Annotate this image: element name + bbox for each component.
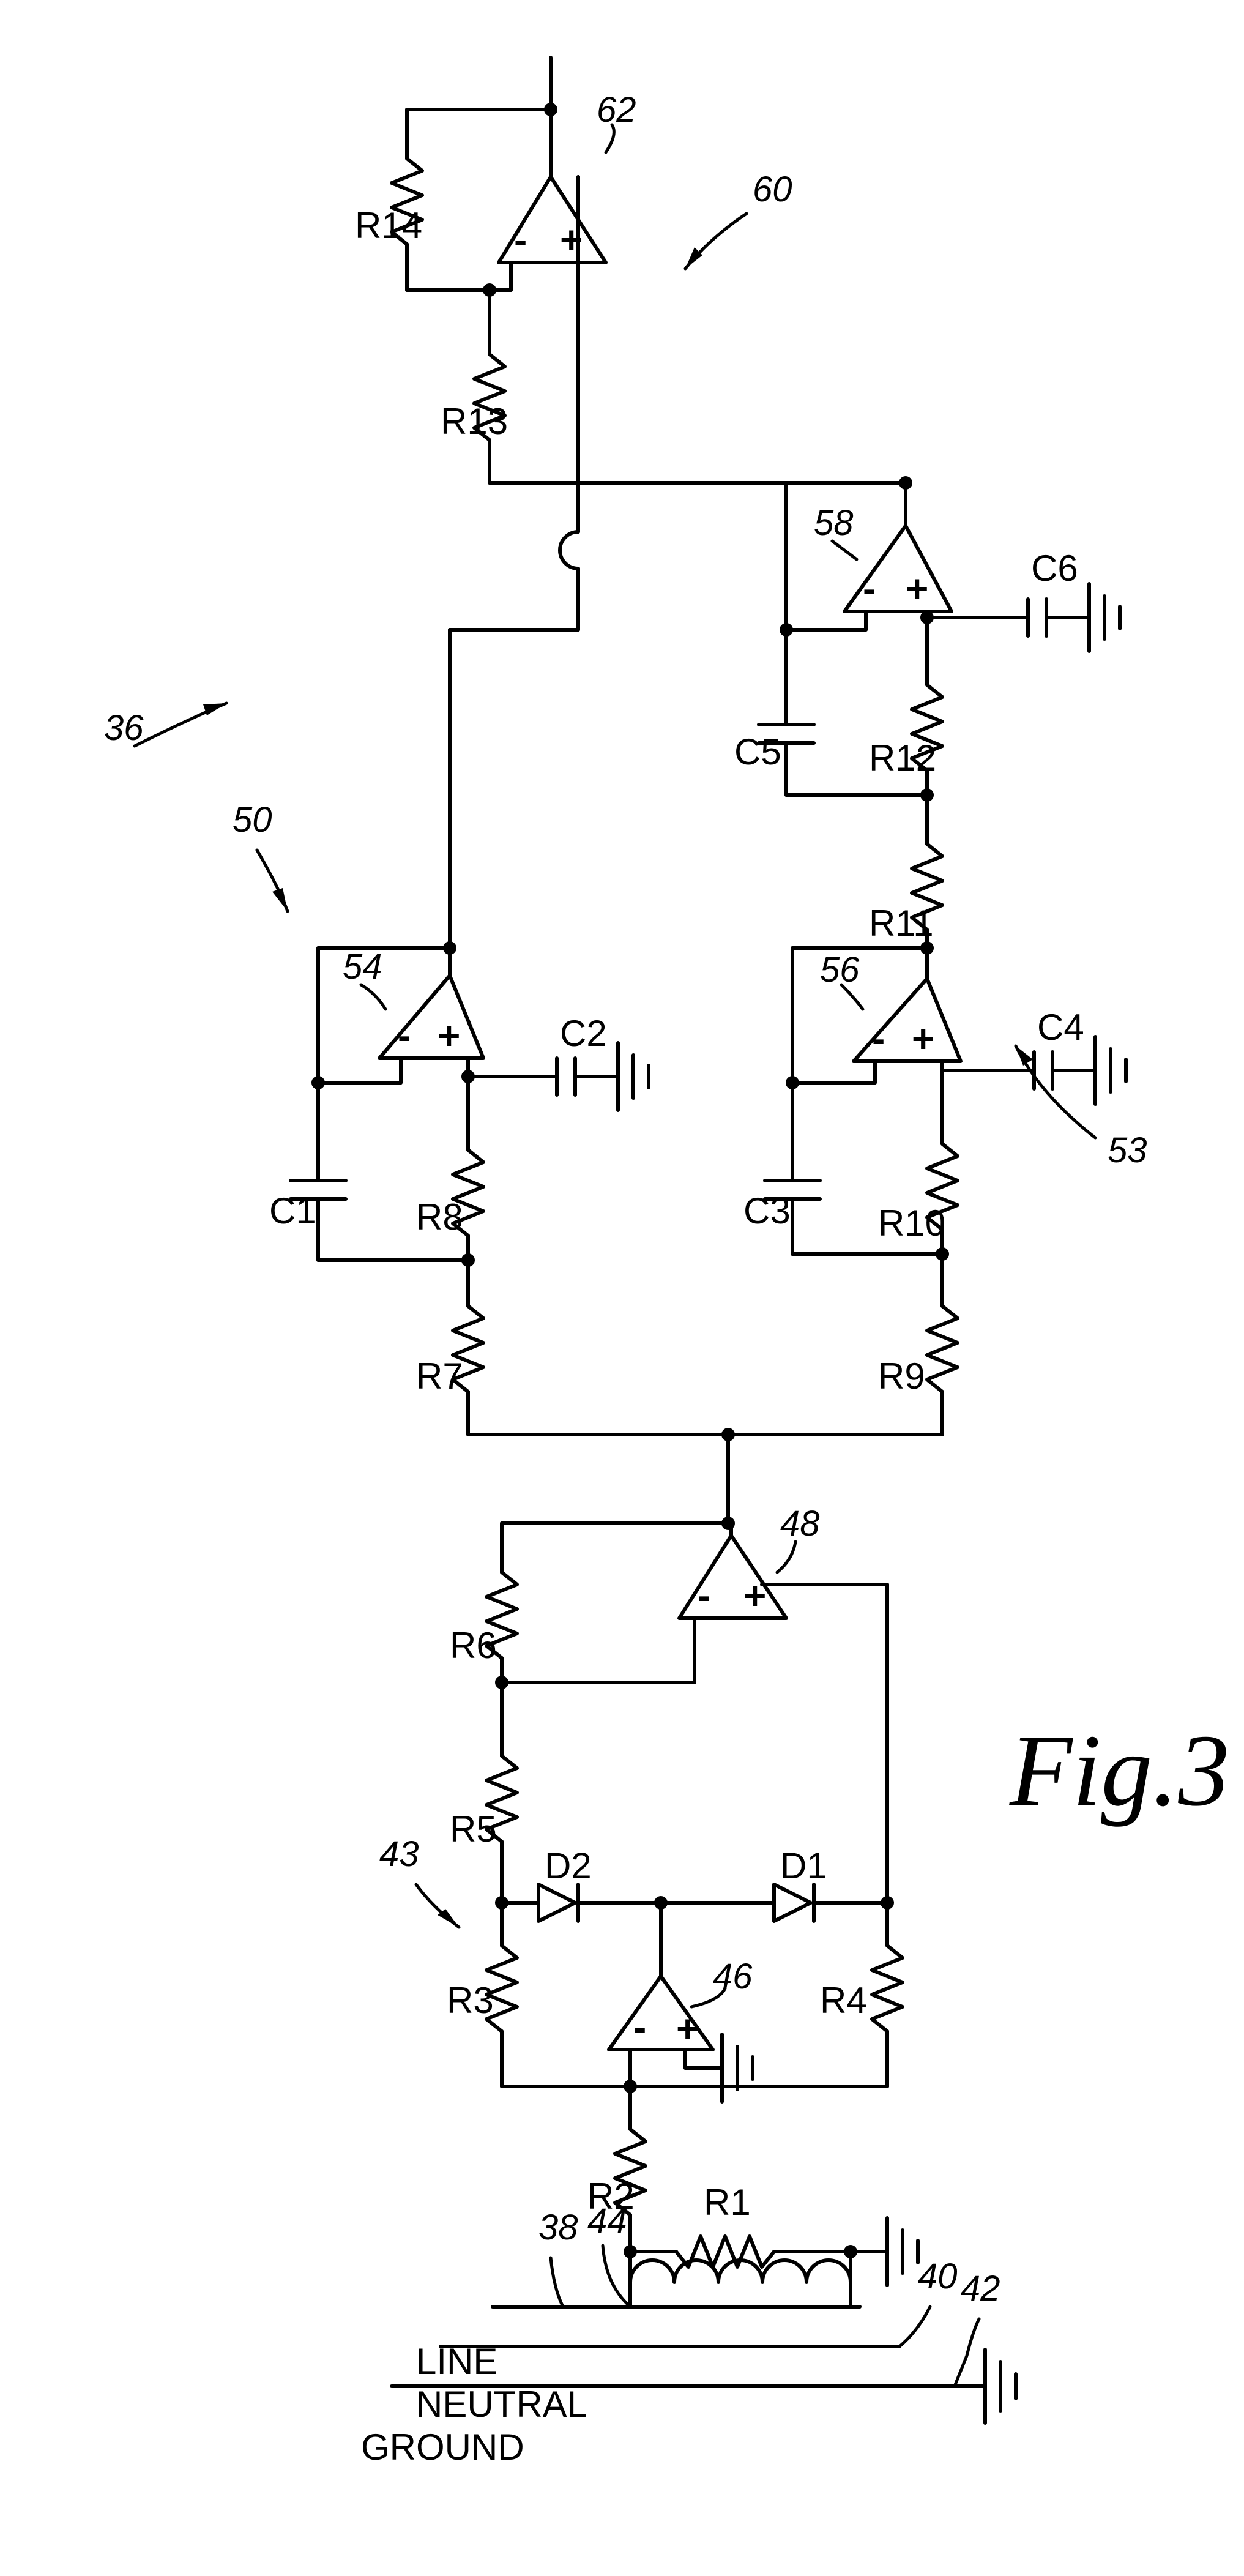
ref-53: 53 xyxy=(1108,1130,1147,1170)
ref-62: 62 xyxy=(597,90,636,130)
opamp-56-minus: - xyxy=(872,1017,885,1061)
resistor-R1 xyxy=(676,2236,774,2267)
ref-42: 42 xyxy=(961,2269,1000,2309)
label-R5: R5 xyxy=(450,1809,497,1850)
label-R4: R4 xyxy=(820,1980,867,2021)
ref-58: 58 xyxy=(814,503,854,543)
label-R1: R1 xyxy=(704,2182,751,2223)
label-C5: C5 xyxy=(734,731,781,772)
opamp-62-plus: + xyxy=(560,218,583,262)
leader-54 xyxy=(361,985,385,1009)
diode-D1 xyxy=(774,1884,811,1921)
ref-43: 43 xyxy=(379,1834,419,1874)
ref-54: 54 xyxy=(343,947,382,987)
ref-40: 40 xyxy=(918,2257,958,2296)
opamp-54-minus: - xyxy=(398,1014,411,1058)
ground-symbol-R1 xyxy=(887,2218,918,2285)
ref-56: 56 xyxy=(820,950,860,990)
label-R6: R6 xyxy=(450,1625,497,1666)
label-C3: C3 xyxy=(743,1190,791,1231)
leader-38 xyxy=(551,2258,563,2307)
label-R10: R10 xyxy=(878,1203,945,1244)
label-C1: C1 xyxy=(269,1190,316,1231)
opamp-54 xyxy=(379,976,483,1058)
opamp-62-minus: - xyxy=(514,218,527,262)
figure-caption: Fig.3 xyxy=(1009,1714,1229,1827)
opamp-48 xyxy=(679,1536,786,1618)
label-R11: R11 xyxy=(869,903,934,944)
opamp-58-minus: - xyxy=(863,567,876,611)
label-line: LINE xyxy=(416,2341,497,2382)
label-D2: D2 xyxy=(545,1845,592,1886)
leader-58 xyxy=(832,541,857,559)
ground-symbol-46 xyxy=(722,2034,753,2102)
label-R7: R7 xyxy=(416,1356,463,1397)
resistor-R4 xyxy=(872,1946,903,2031)
label-R2: R2 xyxy=(587,2176,635,2217)
opamp-58-plus: + xyxy=(906,567,928,611)
label-D1: D1 xyxy=(780,1845,827,1886)
diode-D2 xyxy=(538,1884,575,1921)
leader-40 xyxy=(899,2307,930,2346)
ref-48: 48 xyxy=(780,1504,820,1544)
wire-crossover xyxy=(560,532,578,569)
leader-42 xyxy=(955,2319,979,2386)
label-R13: R13 xyxy=(441,401,508,442)
opamp-56 xyxy=(854,979,961,1061)
ref-60: 60 xyxy=(753,170,792,209)
leader-48 xyxy=(777,1542,795,1572)
ref-46: 46 xyxy=(713,1957,753,1996)
opamp-54-plus: + xyxy=(438,1014,460,1058)
ground-symbol-C6 xyxy=(1089,584,1120,651)
ref-50: 50 xyxy=(233,800,272,840)
label-ground: GROUND xyxy=(361,2427,524,2468)
label-C2: C2 xyxy=(560,1013,607,1054)
opamp-58 xyxy=(844,526,952,611)
label-R9: R9 xyxy=(878,1356,925,1397)
resistor-R9 xyxy=(927,1306,958,1392)
label-R8: R8 xyxy=(416,1197,463,1238)
opamp-46-minus: - xyxy=(633,2005,646,2049)
label-R3: R3 xyxy=(447,1980,494,2021)
ref-36: 36 xyxy=(104,708,144,748)
opamp-48-minus: - xyxy=(698,1574,710,1618)
label-C4: C4 xyxy=(1037,1007,1084,1048)
opamp-56-plus: + xyxy=(912,1017,934,1061)
ground-symbol-C2 xyxy=(618,1043,649,1110)
opamp-46-plus: + xyxy=(676,2007,699,2051)
label-C6: C6 xyxy=(1031,548,1078,589)
opamp-48-plus: + xyxy=(743,1574,766,1618)
ground-symbol-C4 xyxy=(1095,1037,1126,1104)
label-neutral: NEUTRAL xyxy=(416,2384,587,2425)
label-R12: R12 xyxy=(869,737,936,778)
label-R14: R14 xyxy=(355,205,422,246)
ref-38: 38 xyxy=(538,2208,578,2247)
